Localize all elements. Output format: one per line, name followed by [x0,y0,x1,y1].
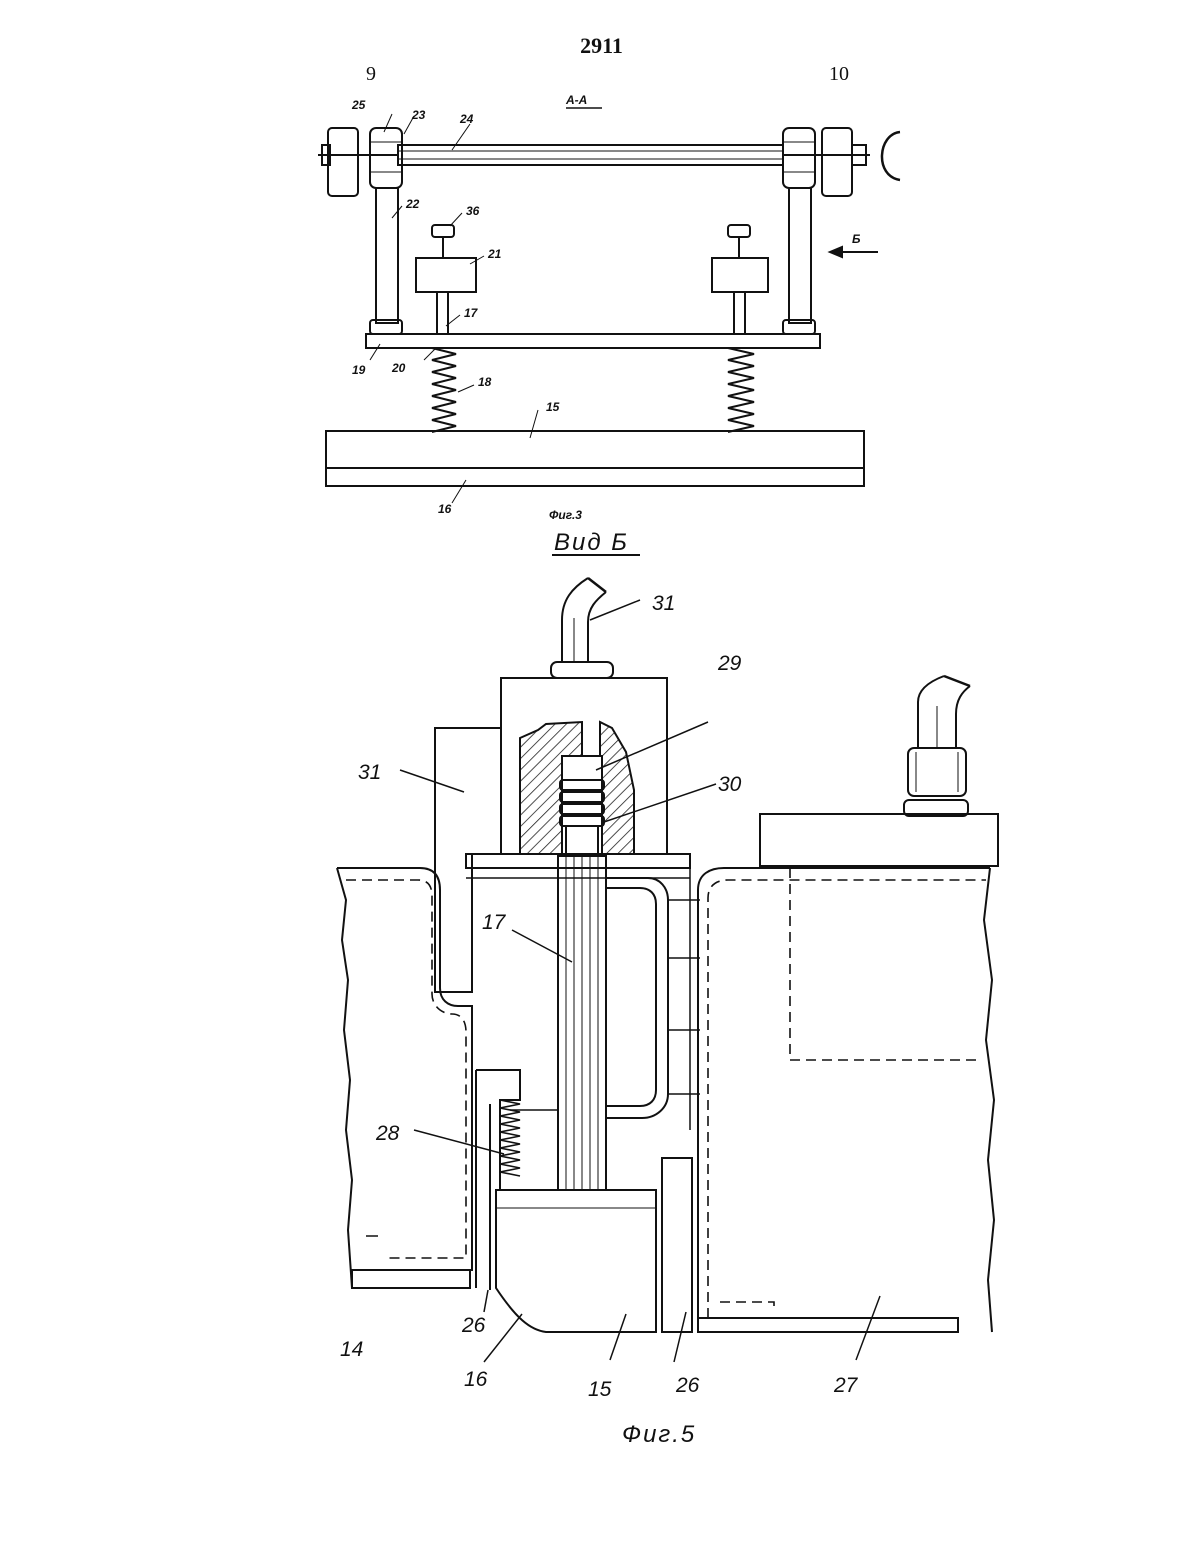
fig3-left-wheel-25 [322,128,358,196]
fig5-tool-15 [496,1190,656,1332]
fig3-view-arrow: Б [830,232,878,257]
fig5-plate-26 [662,1158,692,1332]
fig5-label-29: 29 [717,652,742,675]
fig3-caption: Фиг.3 [549,508,582,522]
fig3-base-15 [326,431,864,486]
fig3-block-21-right [712,225,768,334]
fig3-spring-18-right [728,348,754,432]
fig3-label-21: 21 [487,247,502,261]
fig3-right-wheel [822,128,866,196]
fig3-label-18: 18 [478,375,492,389]
fig5-label-30: 30 [718,773,742,796]
fig5-label-14: 14 [340,1338,363,1361]
fig3-labels: 25 23 24 22 36 21 17 19 20 18 15 16 Фиг.… [351,98,582,522]
fig5-body-14 [337,868,472,1288]
figure-5: Вид Б [337,529,998,1448]
fig3-label-22: 22 [405,197,420,211]
fig3-rotation-arrow [882,132,900,180]
fig5-body-27 [698,868,994,1332]
fig5-caption: Фиг.5 [622,1421,696,1448]
fig5-labels: 31 29 31 30 17 28 14 26 16 15 26 27 Фиг.… [340,592,859,1448]
fig3-label-19: 19 [352,363,366,377]
fig5-label-26-right: 26 [675,1374,700,1397]
fig5-label-15: 15 [588,1378,612,1401]
fig3-label-17: 17 [464,306,479,320]
fig5-rod-17 [558,856,606,1190]
fig5-housing-29 [501,678,667,854]
fig5-label-16: 16 [464,1368,488,1391]
fig3-label-25: 25 [351,98,366,112]
fig5-label-28: 28 [375,1122,400,1145]
fig3-spring-18-left [432,348,456,432]
fig3-label-16: 16 [438,502,452,516]
fig3-label-20: 20 [391,361,406,375]
fig5-top-plate [466,854,690,878]
fig5-label-31-left: 31 [358,761,381,784]
fig3-section-title: А-А [565,93,587,107]
fig3-column-22-left [370,188,402,334]
fig5-bracket-31 [435,728,501,992]
fig3-right-bearing [783,128,815,188]
fig3-shaft-24 [318,145,870,165]
fig5-label-27: 27 [833,1374,859,1397]
fig5-right-top-block [760,676,998,866]
fig5-guide-tube [606,868,700,1130]
fig5-pipe-31-top [551,578,613,678]
figure-3: А-А [318,93,900,522]
fig3-label-36: 36 [466,204,480,218]
fig3-label-15: 15 [546,400,560,414]
fig3-label-24: 24 [459,112,474,126]
fig3-plate-19 [366,334,820,348]
fig5-label-17: 17 [482,911,507,934]
fig3-column-22-right [783,188,815,334]
fig5-leaders [366,600,880,1362]
fig3-view-arrow-label: Б [852,232,861,246]
fig5-view-title: Вид Б [554,529,629,556]
fig3-label-23: 23 [411,108,426,122]
fig5-label-31-top: 31 [652,592,675,615]
fig5-spring-28 [500,1100,520,1176]
fig5-label-26-left: 26 [461,1314,486,1337]
